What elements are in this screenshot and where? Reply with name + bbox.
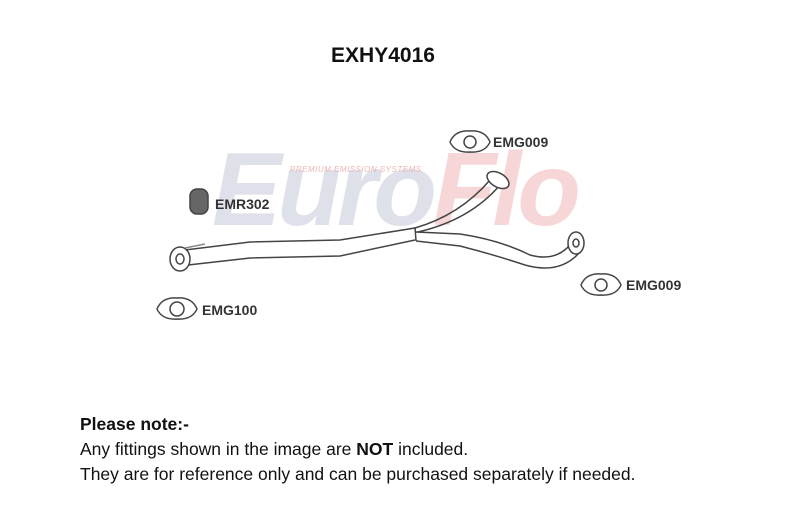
watermark-flo: Flo <box>432 132 581 248</box>
watermark-euro: Euro <box>212 132 437 248</box>
part-label-emr302: EMR302 <box>215 196 270 212</box>
watermark-tagline: PREMIUM EMISSION SYSTEMS <box>290 165 422 174</box>
note-line-1: Any fittings shown in the image are NOT … <box>80 439 468 460</box>
part-label-emg009-top: EMG009 <box>493 134 549 150</box>
note-line-2: They are for reference only and can be p… <box>80 464 636 484</box>
note-line-1-end: included. <box>393 439 469 459</box>
gasket-icon-emg100 <box>156 297 198 320</box>
part-number-title: EXHY4016 <box>331 44 435 67</box>
exhaust-pipe-diagram <box>156 130 622 320</box>
note-not-emphasis: NOT <box>356 439 394 459</box>
rubber-mount-icon <box>189 188 209 215</box>
note-heading: Please note:- <box>80 414 189 434</box>
euroflo-watermark-logo: EuroFlo <box>212 138 581 242</box>
part-label-emg009-right: EMG009 <box>626 277 682 293</box>
part-label-emg100: EMG100 <box>202 302 258 318</box>
gasket-icon-emg009-right <box>580 273 622 296</box>
note-line-1-start: Any fittings shown in the image are <box>80 439 357 459</box>
gasket-icon-emg009-top <box>449 130 491 153</box>
gasket-icons <box>156 130 622 320</box>
